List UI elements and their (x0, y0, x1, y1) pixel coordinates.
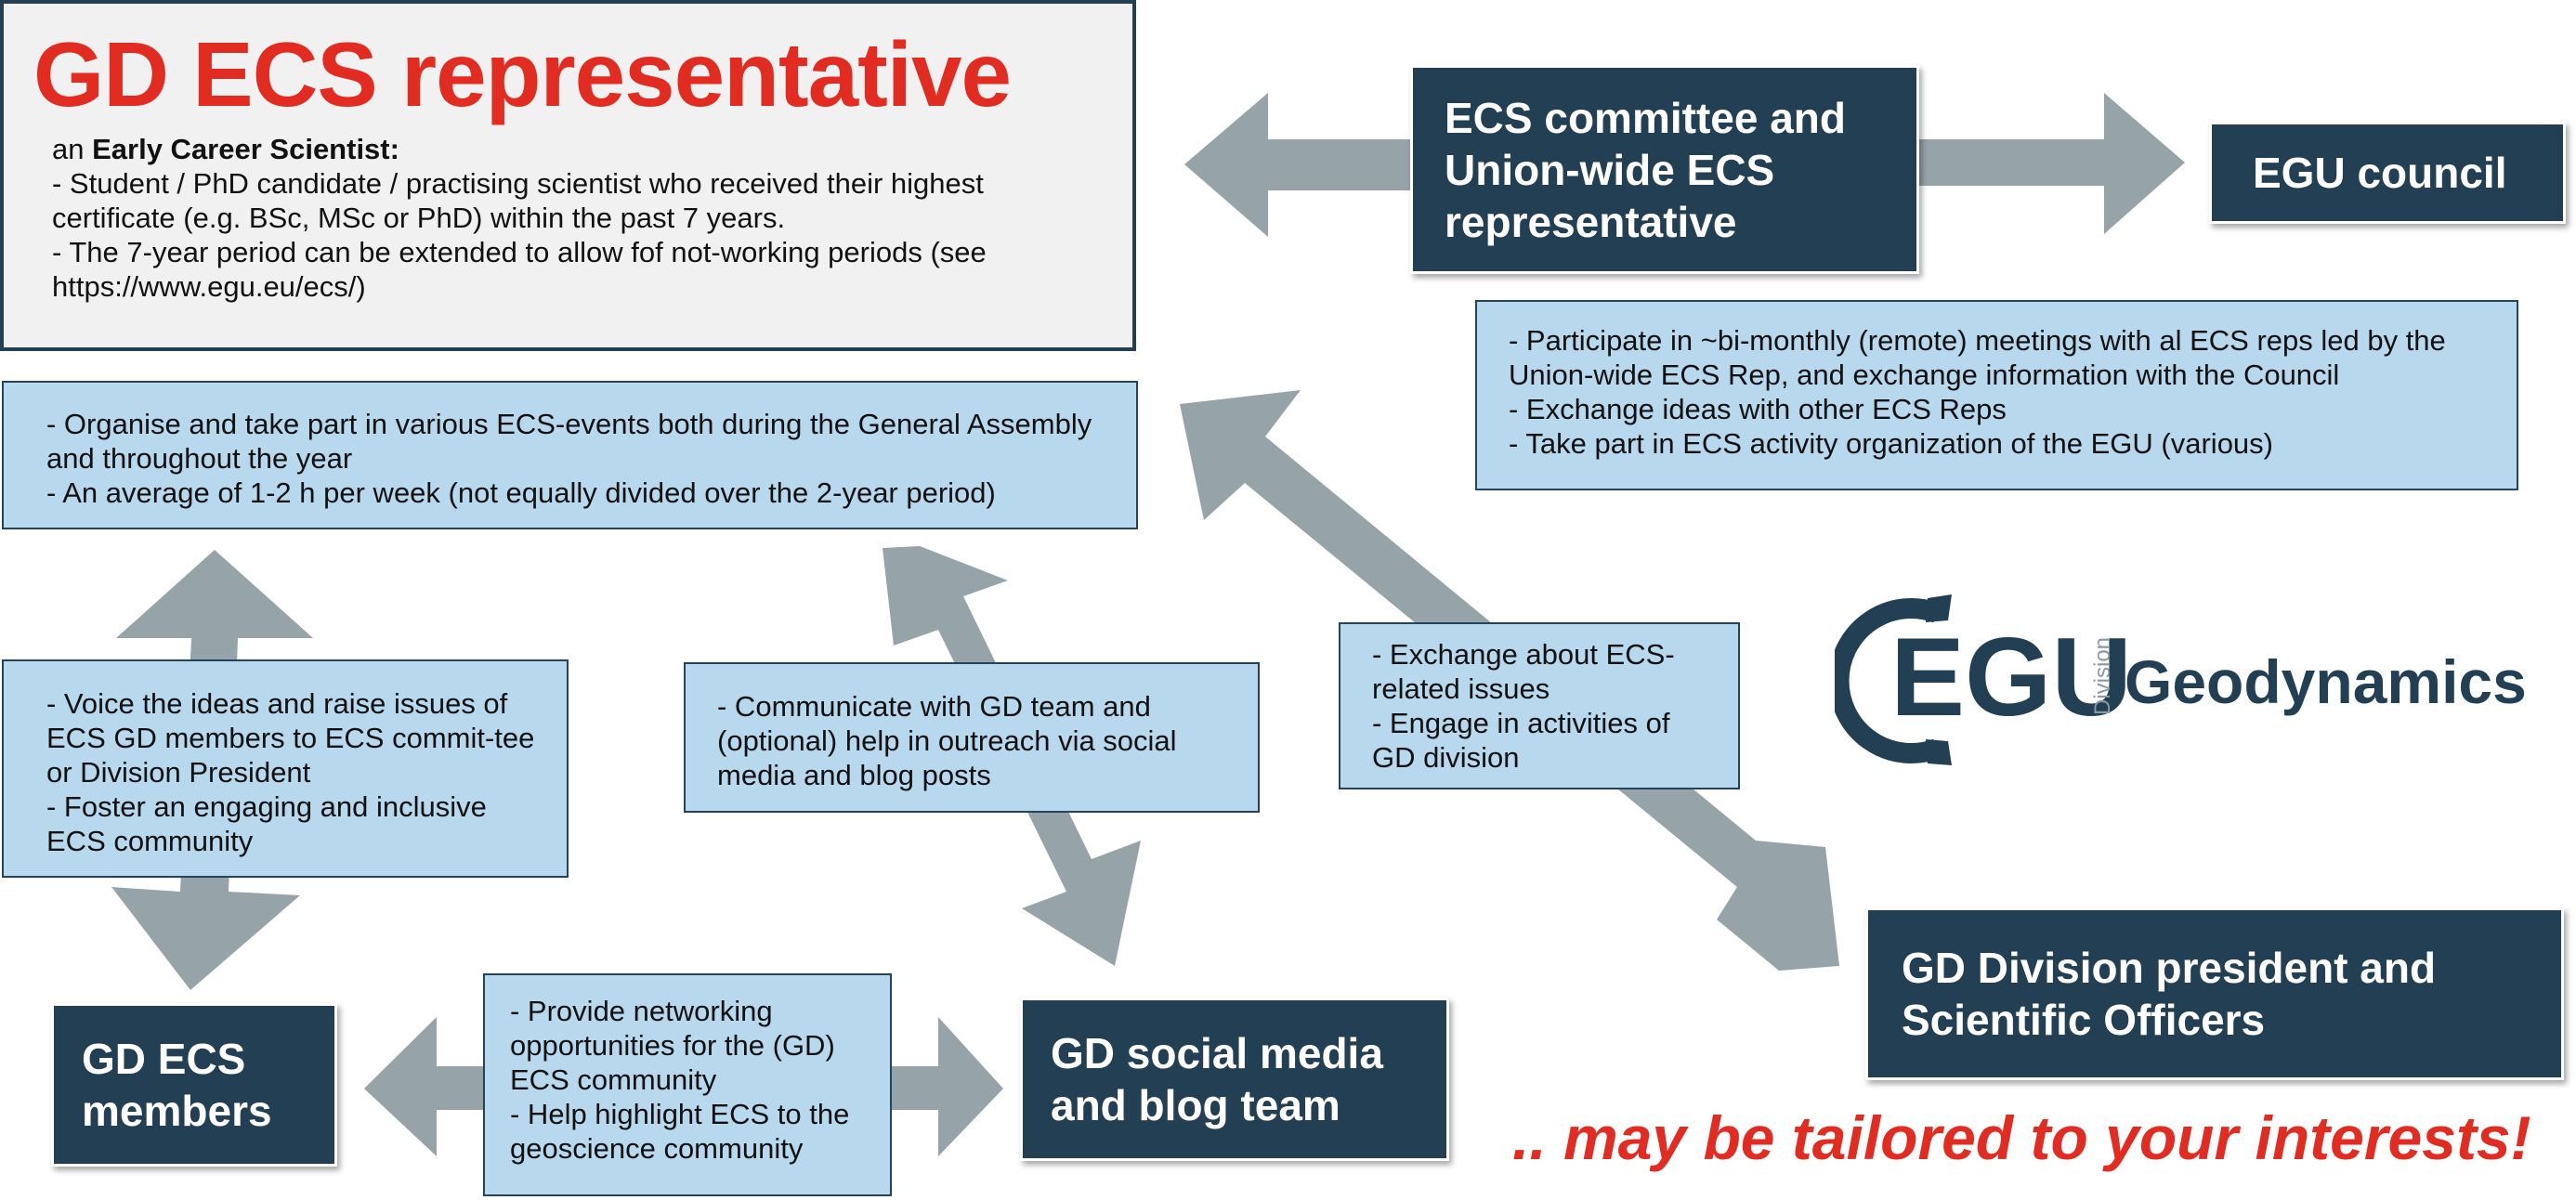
tagline: .. may be tailored to your interests! (1512, 1103, 2531, 1172)
info-networking: - Provide networking opportunities for t… (483, 973, 892, 1196)
title-panel: GD ECS representative an Early Career Sc… (0, 0, 1136, 351)
logo-division-label: Division (2090, 637, 2115, 715)
egu-geodynamics-logo: EGU Division Geodynamics (1835, 594, 2527, 765)
arrow-committee-left (1184, 93, 1449, 237)
definition-bullet: - The 7-year period can be extended to a… (52, 236, 987, 303)
info-communicate: - Communicate with GD team and (optional… (684, 662, 1260, 813)
definition-term: Early Career Scientist: (92, 133, 399, 165)
logo-letters: EGU (1890, 615, 2132, 739)
arrow-committee-council (1914, 93, 2185, 234)
egu-ring-icon (1835, 594, 1952, 765)
node-ecs-committee: ECS committee and Union-wide ECS represe… (1410, 65, 1919, 274)
info-exchange: - Exchange about ECS-related issues - En… (1339, 622, 1740, 789)
node-egu-council: EGU council (2209, 122, 2566, 224)
info-voice: - Voice the ideas and raise issues of EC… (2, 659, 569, 878)
node-gd-ecs-members: GD ECS members (51, 1003, 337, 1167)
node-social-media: GD social media and blog team (1020, 998, 1449, 1161)
page-title: GD ECS representative (33, 23, 1012, 125)
logo-division-name: Geodynamics (2125, 647, 2527, 716)
info-events: - Organise and take part in various ECS-… (2, 381, 1138, 529)
definition-intro: an Early Career Scientist: (52, 132, 1097, 166)
ecs-definition: an Early Career Scientist: - Student / P… (52, 132, 1097, 304)
definition-prefix: an (52, 133, 93, 165)
node-division-president: GD Division president and Scientific Off… (1865, 907, 2564, 1080)
definition-bullet: - Student / PhD candidate / practising s… (52, 167, 984, 234)
info-council-tasks: - Participate in ~bi-monthly (remote) me… (1475, 300, 2518, 490)
